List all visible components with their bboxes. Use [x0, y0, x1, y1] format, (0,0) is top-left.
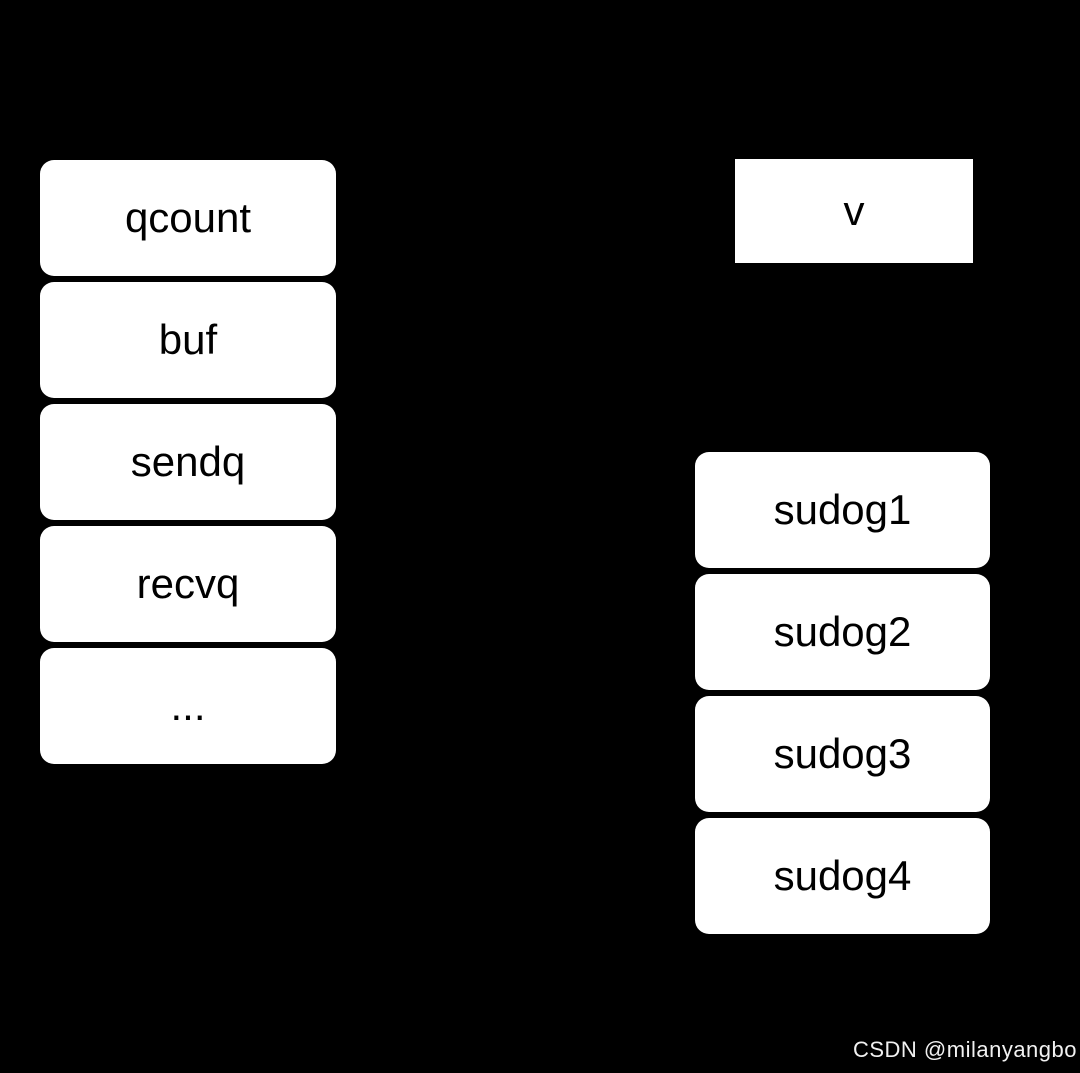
sudog-node-4: sudog4 — [695, 818, 990, 934]
hchan-field-ellipsis: ... — [40, 648, 336, 764]
sudog-node-2: sudog2 — [695, 574, 990, 690]
sudog-node-label: sudog3 — [773, 730, 912, 777]
hchan-field-sendq: sendq — [40, 404, 336, 520]
hchan-field-qcount: qcount — [40, 160, 336, 276]
hchan-field-label: sendq — [130, 438, 246, 485]
value-box-label: v — [843, 187, 865, 234]
sudog-node-label: sudog2 — [773, 608, 912, 655]
sudog-node-1: sudog1 — [695, 452, 990, 568]
value-box: v — [735, 159, 973, 263]
hchan-field-recvq: recvq — [40, 526, 336, 642]
sudog-node-label: sudog4 — [773, 852, 912, 899]
sudog-node-label: sudog1 — [773, 486, 912, 533]
hchan-field-label: recvq — [136, 560, 240, 607]
sudog-node-3: sudog3 — [695, 696, 990, 812]
hchan-field-label: qcount — [124, 194, 252, 241]
hchan-field-label: ... — [170, 682, 206, 729]
hchan-field-buf: buf — [40, 282, 336, 398]
watermark: CSDN @milanyangbo — [852, 1037, 1077, 1062]
hchan-field-label: buf — [158, 316, 218, 363]
